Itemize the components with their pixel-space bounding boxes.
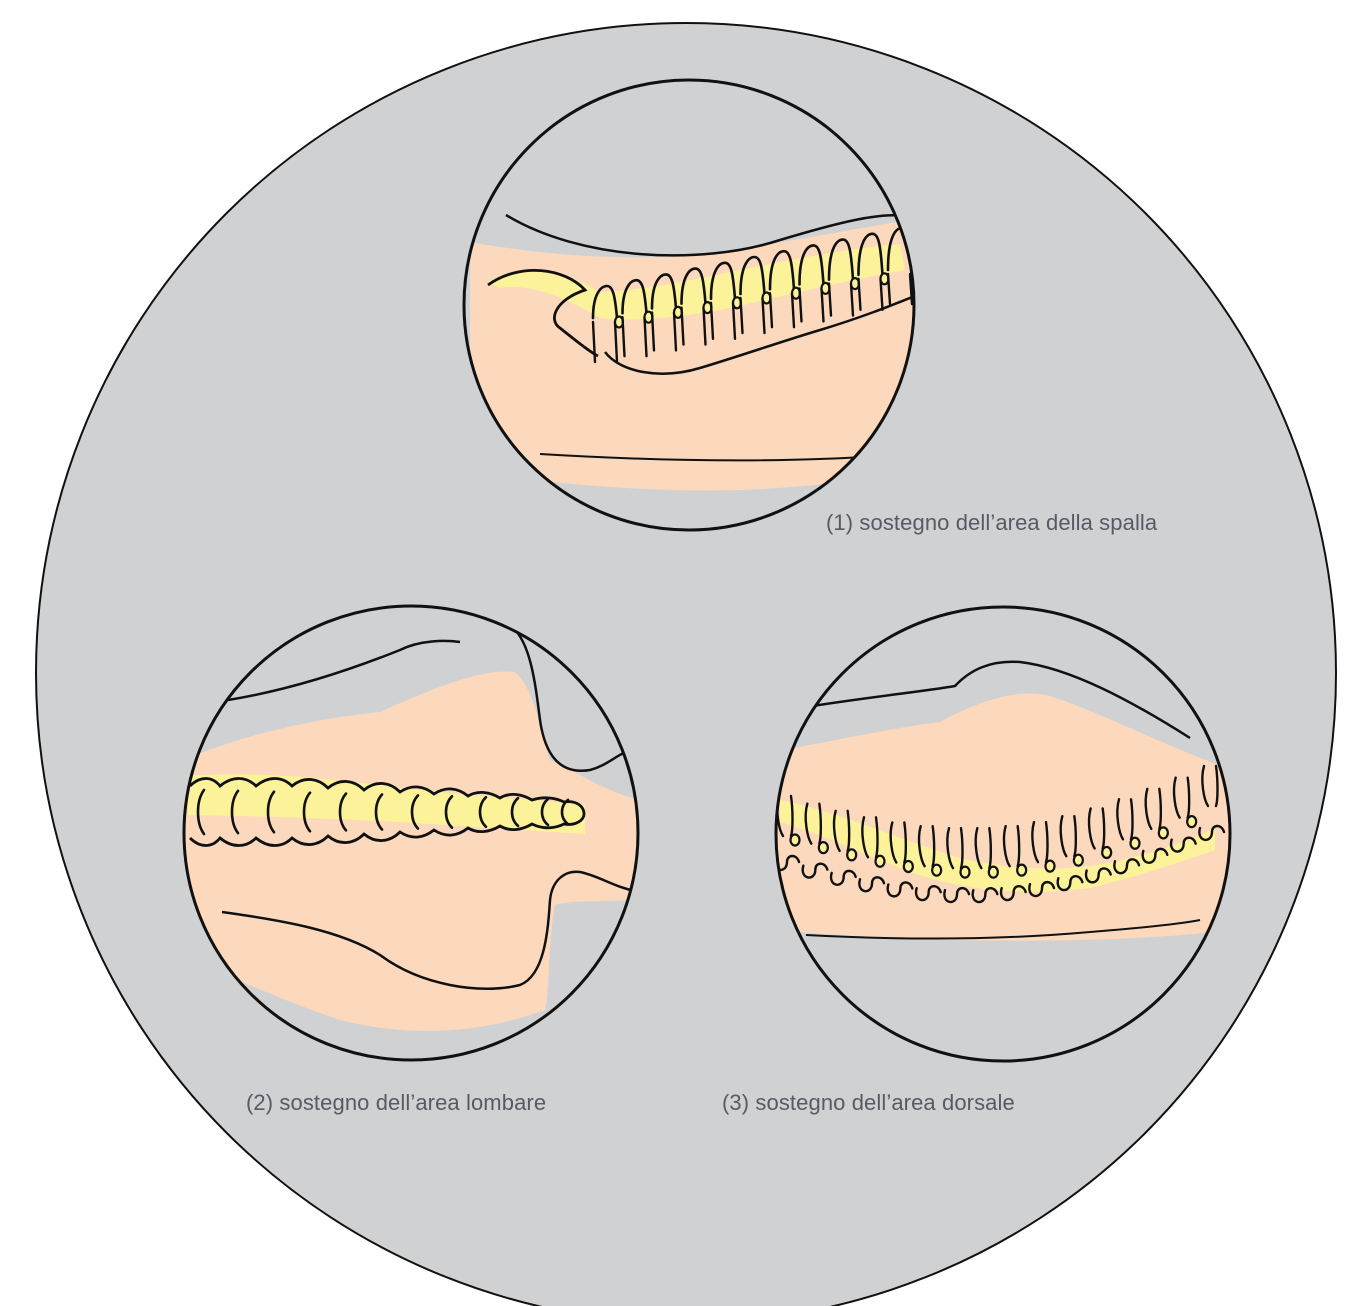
panel-shoulder: [464, 80, 920, 530]
foramen: [1187, 816, 1196, 827]
foramen: [904, 861, 913, 872]
foramen: [989, 867, 998, 878]
foramen: [847, 849, 856, 860]
foramen: [1159, 827, 1168, 838]
panel-dorsal: [770, 607, 1232, 1061]
foramen: [876, 856, 885, 867]
foramen: [961, 867, 970, 878]
foramen: [932, 865, 941, 876]
foramen: [1074, 855, 1083, 866]
foramen: [1131, 838, 1140, 849]
foramen: [1102, 847, 1111, 858]
caption-shoulder: (1) sostegno dell’area della spalla: [826, 510, 1157, 536]
foramen: [1046, 861, 1055, 872]
caption-lumbar: (2) sostegno dell’area lombare: [246, 1090, 546, 1116]
foramen: [1017, 865, 1026, 876]
caption-dorsal: (3) sostegno dell’area dorsale: [722, 1090, 1015, 1116]
foramen: [819, 842, 828, 853]
foramen: [791, 835, 800, 846]
panel-lumbar: [184, 606, 640, 1060]
